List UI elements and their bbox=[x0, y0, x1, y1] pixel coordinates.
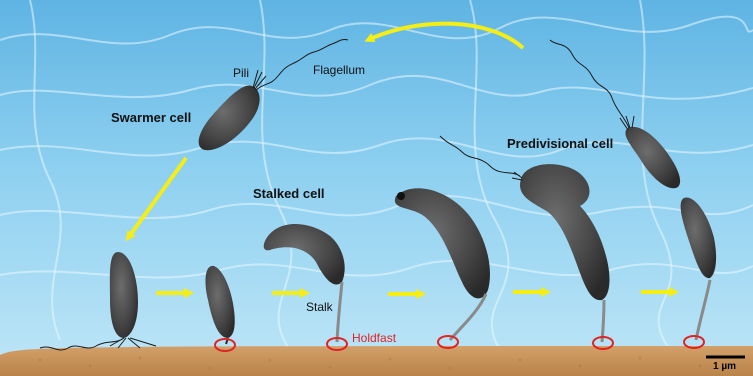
flagellum-label: Flagellum bbox=[313, 63, 365, 77]
holdfast-label: Holdfast bbox=[352, 331, 396, 345]
stalked-cell-label: Stalked cell bbox=[253, 186, 325, 201]
swarmer-cell-label: Swarmer cell bbox=[111, 110, 191, 125]
pili-label: Pili bbox=[233, 66, 249, 80]
predivisional-cell-label: Predivisional cell bbox=[507, 136, 613, 151]
stalk-label: Stalk bbox=[306, 300, 333, 314]
scale-bar-label: 1 µm bbox=[713, 361, 736, 372]
substrate-surface bbox=[0, 346, 753, 376]
